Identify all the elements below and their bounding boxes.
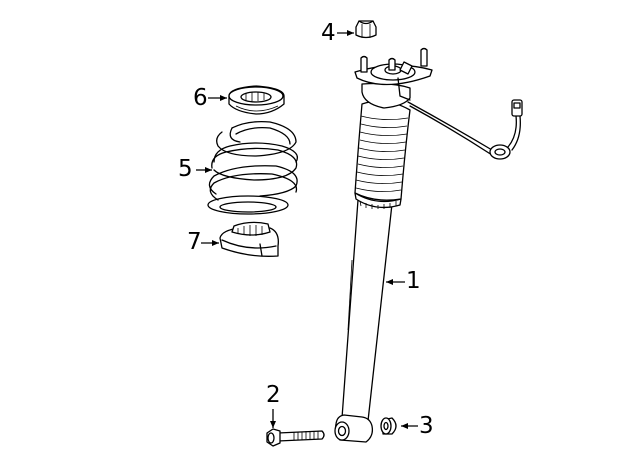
upper-spring-seat (228, 85, 285, 115)
mounting-bolt (266, 428, 325, 447)
leader-arrows (196, 30, 418, 429)
nut (380, 417, 397, 435)
upper-mount-nut (355, 20, 377, 39)
callout-6: 6 (193, 85, 208, 111)
lower-spring-seat (219, 221, 279, 257)
callout-2: 2 (266, 382, 281, 408)
coil-spring (207, 120, 299, 215)
boot-ribs (355, 115, 409, 192)
callout-4: 4 (321, 20, 336, 46)
callout-7: 7 (187, 229, 202, 255)
callout-3: 3 (419, 413, 434, 439)
callout-1: 1 (406, 268, 421, 294)
shock-absorber (334, 47, 523, 443)
callout-5: 5 (178, 156, 193, 182)
